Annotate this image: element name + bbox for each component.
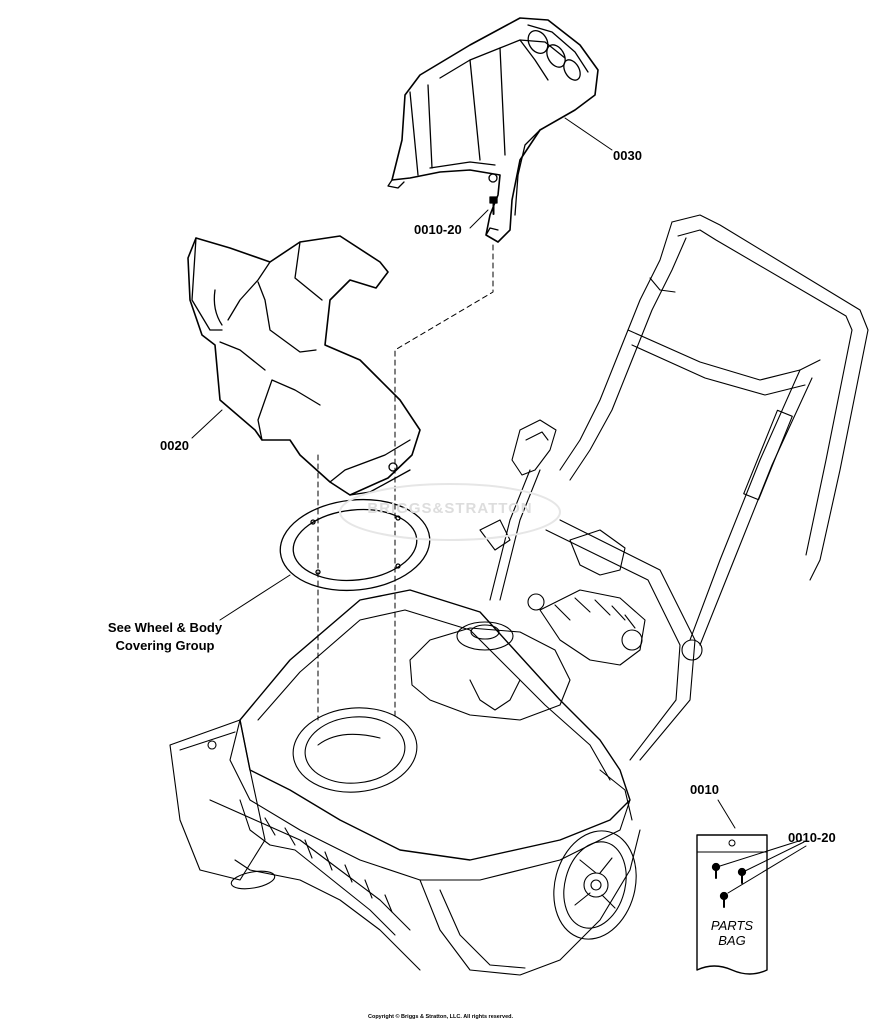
watermark-logo [339, 483, 561, 541]
upper-chute-deflector [387, 17, 599, 243]
alignment-dashed-line [394, 244, 494, 719]
copyright-notice: Copyright © Briggs & Stratton, LLC. All … [367, 1014, 514, 1020]
screw-icon [489, 196, 498, 215]
snowblower-body [169, 214, 869, 976]
parts-bag-label-line2: BAG [718, 933, 746, 948]
leader-0010-20-bag [744, 841, 805, 872]
callout-0010-20-bag: 0010-20 [788, 830, 836, 845]
callout-see-group-line2: Covering Group [115, 638, 215, 653]
callout-0010-20-top: 0010-20 [414, 222, 462, 237]
parts-bag [696, 834, 768, 975]
parts-bag-label-line1: PARTS [710, 918, 754, 933]
leader-0010-20-bag [719, 839, 803, 867]
lower-chute [187, 235, 421, 496]
leader-0010-20-bag [727, 845, 807, 894]
callout-0010: 0010 [690, 782, 719, 797]
screw-icon [737, 867, 747, 884]
leader-0020 [191, 409, 223, 439]
callout-0030: 0030 [613, 148, 642, 163]
leader-see-group [219, 574, 291, 621]
parts-bag-label: PARTS BAG [697, 918, 767, 948]
screw-icon [711, 862, 721, 879]
leader-0010 [717, 799, 736, 829]
screw-icon [719, 891, 729, 908]
watermark-text: BRIGGS&STRATTON [367, 500, 533, 517]
callout-0020: 0020 [160, 438, 189, 453]
leader-0010-20-top [469, 209, 489, 229]
leader-0030 [564, 117, 613, 151]
callout-see-group-line1: See Wheel & Body [107, 620, 223, 635]
